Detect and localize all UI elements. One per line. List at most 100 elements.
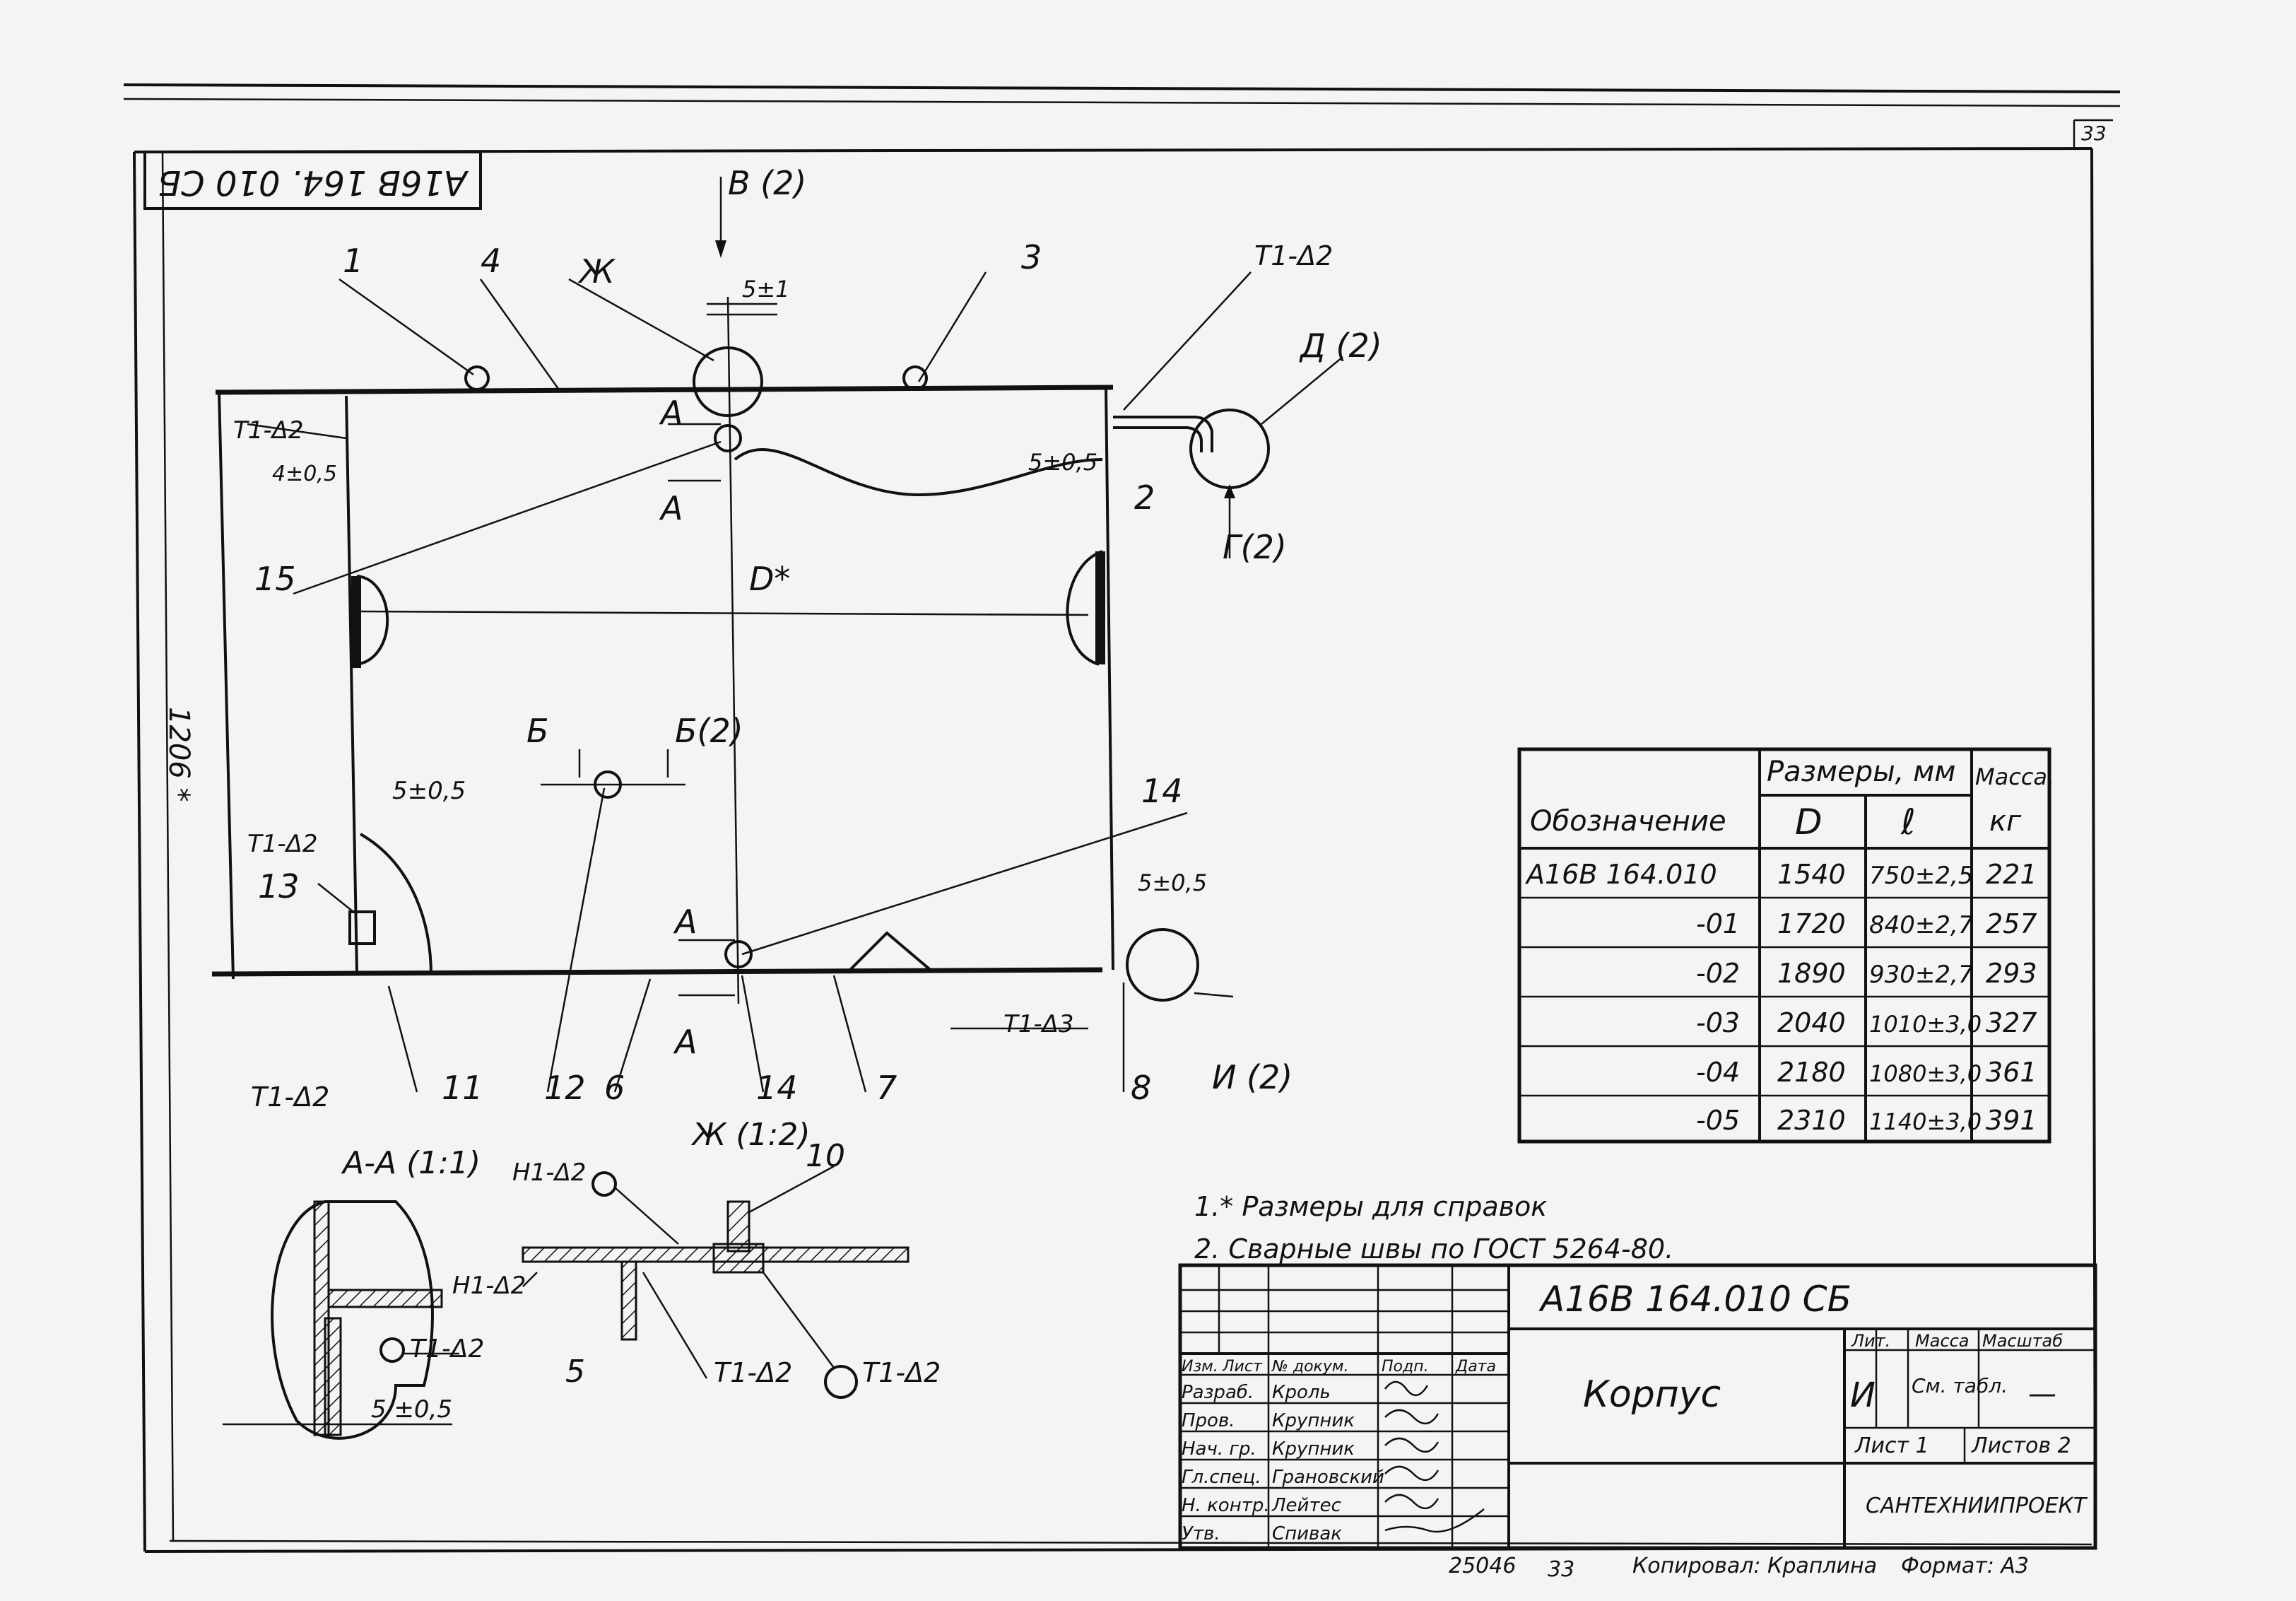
role-0-name: Кроль	[1272, 1382, 1331, 1403]
copied-by: Копировал: Краплина	[1632, 1554, 1877, 1578]
table-row-2-mass: 293	[1986, 958, 2037, 989]
title-name: Корпус	[1583, 1373, 1721, 1416]
table-row-5-d: 2310	[1777, 1105, 1846, 1136]
section-aa-label: А-А (1:1)	[341, 1145, 481, 1181]
view-i-label: И (2)	[1212, 1058, 1293, 1096]
table-row-3-designation: -03	[1696, 1007, 1740, 1038]
section-a-top2: А	[659, 489, 683, 527]
role-1: Пров.	[1182, 1410, 1235, 1431]
col-header-2: № докум.	[1271, 1358, 1348, 1376]
weld-t1-top-right: Т1-Δ2	[1254, 240, 1333, 271]
stamp-code: А16В 164. 010 СБ	[158, 163, 469, 202]
header-kg: кг	[1989, 805, 2022, 838]
sheet-corner-number: 33	[2081, 122, 2107, 145]
table-row-3-mass: 327	[1986, 1007, 2037, 1038]
size-table: Обозначение Размеры, мм Масса, D ℓ кг А1…	[1517, 747, 2054, 1144]
notes: 1.* Размеры для справок 2. Сварные швы п…	[1194, 1191, 1673, 1265]
weld-t1-section: Т1-Δ2	[410, 1335, 484, 1364]
mass-value: См. табл.	[1912, 1374, 2008, 1397]
lit-label: Лит.	[1851, 1331, 1890, 1351]
lit-value: И	[1850, 1376, 1876, 1415]
table-row-5-l: 1140±3,0	[1869, 1108, 1982, 1135]
col-header-3: Подп.	[1382, 1358, 1429, 1376]
callout-14a: 14	[1141, 772, 1183, 810]
view-b-label: В (2)	[728, 164, 806, 202]
callout-12: 12	[544, 1069, 586, 1107]
weld-t1-bottom-left: Т1-Δ2	[251, 1081, 329, 1113]
dim-section: 5 ±0,5	[371, 1395, 452, 1424]
drawing-labels: В (2) Д (2) Г(2) И (2) Б Б(2) А А А А Ж …	[163, 164, 1382, 1113]
table-row-4-d: 2180	[1777, 1057, 1846, 1088]
scale-label: Масштаб	[1982, 1331, 2063, 1351]
section-zh-label: Ж (1:2)	[690, 1117, 811, 1153]
section-b-left: Б	[526, 712, 549, 750]
table-row-2-designation: -02	[1696, 958, 1740, 989]
title-code: А16В 164.010 СБ	[1538, 1279, 1851, 1320]
section-labels: А-А (1:1) Ж (1:2) 10 5 Н1-Δ2 Н1-Δ2 Т1-Δ2…	[341, 1117, 941, 1424]
role-2: Нач. гр.	[1182, 1438, 1256, 1460]
header-mass: Масса,	[1975, 763, 2054, 790]
header-sizes: Размеры, мм	[1767, 756, 1955, 788]
page-number: 33	[1548, 1557, 1574, 1582]
table-row-5-mass: 391	[1986, 1105, 2037, 1136]
table-row-3-l: 1010±3,0	[1869, 1011, 1982, 1038]
organization: САНТЕХНИИПРОЕКТ	[1866, 1494, 2088, 1518]
rotated-stamp: А16В 164. 010 СБ 33	[143, 122, 2107, 210]
section-a-top: А	[659, 394, 683, 432]
table-row-0-d: 1540	[1777, 859, 1846, 890]
header-d: D	[1795, 802, 1823, 843]
section-a-bottom2: А	[673, 1023, 697, 1061]
dim-top: 5±1	[742, 276, 790, 303]
callout-7: 7	[876, 1069, 897, 1107]
table-row-1-l: 840±2,7	[1869, 911, 1974, 939]
scale-value: —	[2028, 1378, 2056, 1410]
table-row-1-designation: -01	[1696, 908, 1740, 939]
table-row-0-l: 750±2,5	[1869, 862, 1973, 890]
section-b-right: Б(2)	[675, 712, 743, 750]
callout-4: 4	[481, 242, 501, 280]
role-5-name: Спивак	[1272, 1523, 1342, 1544]
footer: 25046 33 Копировал: Краплина Формат: А3	[1449, 1554, 2029, 1582]
diameter-label: D*	[749, 560, 790, 598]
table-row-4-designation: -04	[1696, 1057, 1740, 1088]
dim-right-mid: 5±0,5	[1138, 869, 1207, 896]
callout-1: 1	[343, 242, 363, 280]
weld-t1-bottom-mid: Т1-Δ3	[1003, 1010, 1074, 1038]
table-row-2-l: 930±2,7	[1869, 961, 1974, 989]
table-row-4-mass: 361	[1986, 1057, 2037, 1088]
height-dimension: 1206 *	[163, 707, 195, 802]
role-4-name: Лейтес	[1271, 1495, 1341, 1516]
callout-2: 2	[1134, 479, 1155, 517]
note-1: 1.* Размеры для справок	[1194, 1191, 1547, 1222]
vessel-drawing	[211, 177, 1343, 1093]
callout-15: 15	[254, 560, 296, 598]
title-block: А16В 164.010 СБ Корпус Лит. Масса Масшта…	[1178, 1263, 2097, 1550]
weld-t1-detail-b: Т1-Δ2	[862, 1357, 941, 1388]
sheet-number: Лист 1	[1854, 1433, 1929, 1458]
callout-14b: 14	[756, 1069, 798, 1107]
role-3: Гл.спец.	[1182, 1467, 1261, 1488]
format-label: Формат: А3	[1901, 1554, 2029, 1578]
role-3-name: Грановский	[1272, 1467, 1384, 1488]
signatures	[1384, 1380, 1485, 1533]
section-details	[223, 1165, 909, 1440]
header-l: ℓ	[1900, 802, 1916, 843]
table-row-2-d: 1890	[1777, 958, 1846, 989]
weld-t1-top-left: Т1-Δ2	[233, 416, 304, 445]
sheets-count: Листов 2	[1971, 1433, 2071, 1458]
dim-left-mid: 5±0,5	[392, 777, 466, 805]
callout-11: 11	[442, 1069, 483, 1107]
mass-label: Масса	[1915, 1331, 1970, 1351]
weld-t1-detail-a: Т1-Δ2	[714, 1357, 792, 1388]
header-designation: Обозначение	[1530, 805, 1726, 838]
weld-h1-a: Н1-Δ2	[512, 1159, 586, 1187]
note-2: 2. Сварные швы по ГОСТ 5264-80.	[1194, 1233, 1673, 1265]
callout-6: 6	[604, 1069, 625, 1107]
col-header-0: Изм.	[1182, 1358, 1218, 1376]
col-header-1: Лист	[1222, 1358, 1263, 1376]
view-g-label: Г(2)	[1223, 528, 1287, 566]
table-row-4-l: 1080±3,0	[1869, 1060, 1982, 1087]
table-row-0-designation: А16В 164.010	[1524, 859, 1717, 890]
callout-3: 3	[1021, 238, 1042, 276]
